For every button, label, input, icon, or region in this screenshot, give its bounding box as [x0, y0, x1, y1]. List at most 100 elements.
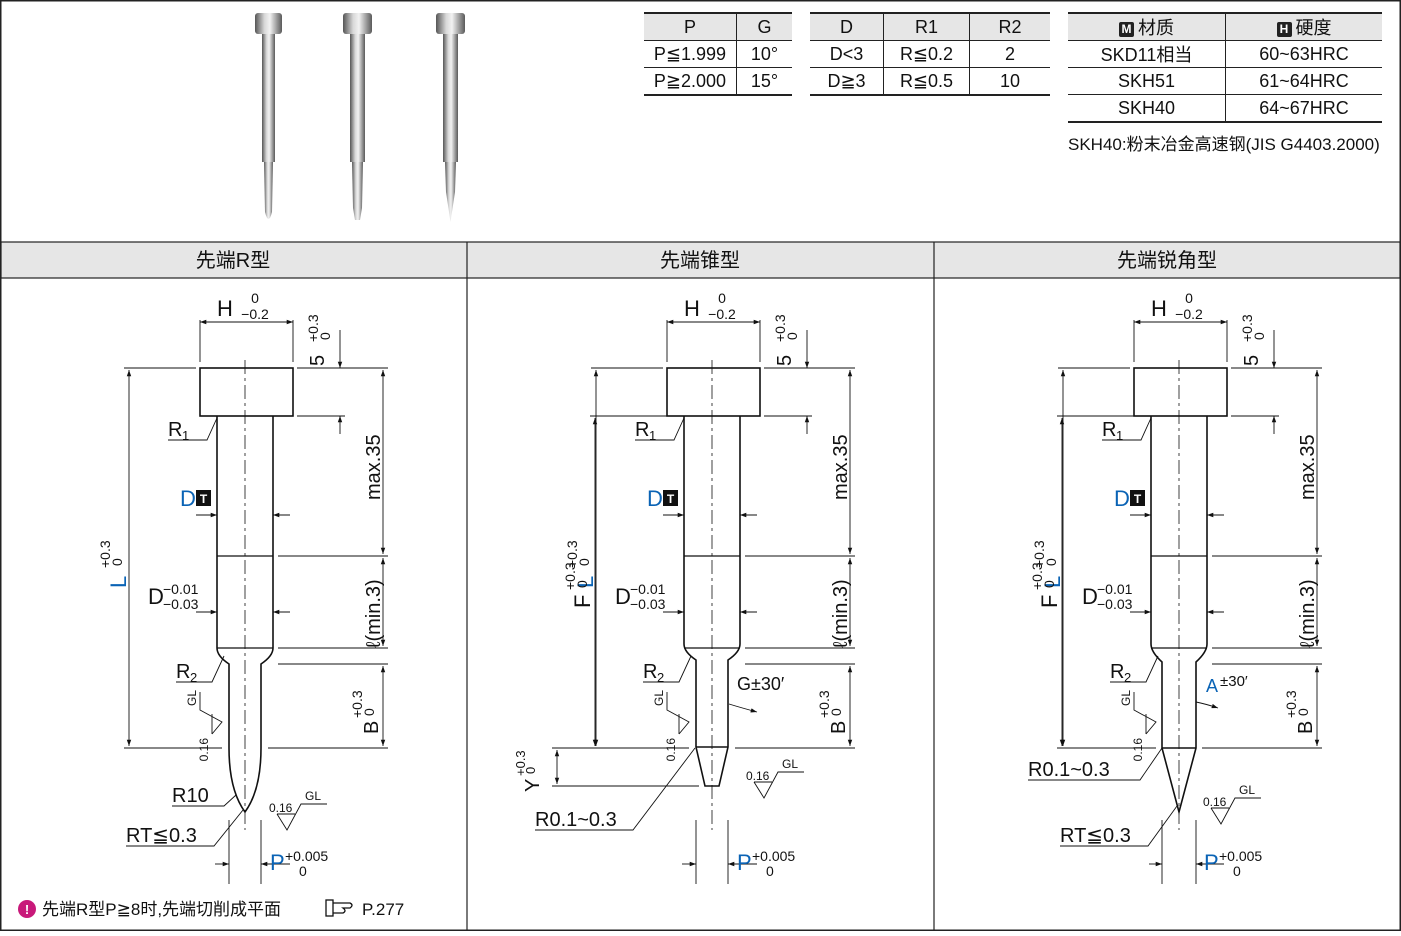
- b-tol: +0.3: [349, 690, 365, 718]
- d-label: D: [180, 486, 196, 511]
- product-photo-sharp-tip: [436, 13, 465, 222]
- pin-outline: [1133, 367, 1228, 816]
- b-label: B: [828, 721, 850, 734]
- d-label: D: [1114, 486, 1130, 511]
- l-tol: +0.3: [1031, 540, 1047, 568]
- a-angle-tol: ±30′: [1220, 673, 1248, 690]
- badge-letter: T: [667, 492, 675, 506]
- b-tol-zero: 0: [1295, 708, 1311, 716]
- f-tol: +0.3: [1029, 562, 1045, 590]
- straight-length-label: ℓ(min.3): [830, 579, 852, 648]
- d-tol-label: D: [615, 584, 631, 609]
- b-tol-zero: 0: [828, 708, 844, 716]
- l-tol: +0.3: [564, 540, 580, 568]
- warning-icon: [18, 900, 36, 918]
- r1-label: R: [168, 419, 182, 441]
- r10-label: R10: [172, 785, 209, 807]
- straight-length-label: ℓ(min.3): [1297, 579, 1319, 648]
- r2-sub: 2: [1124, 670, 1131, 685]
- head-thickness-label: 5: [307, 355, 329, 366]
- l-label: L: [1040, 576, 1065, 588]
- product-photo-r-tip: [255, 13, 282, 219]
- r2-label: R: [643, 661, 657, 683]
- p-tol-zero: 0: [1233, 863, 1241, 879]
- d-label: D: [647, 486, 663, 511]
- finish-grade: GL: [652, 690, 666, 706]
- surface-finish-symbol: 0.16 GL: [652, 690, 690, 762]
- head-thickness-label: 5: [1241, 355, 1263, 366]
- y-tol: +0.3: [513, 750, 528, 776]
- r1-sub: 1: [182, 428, 189, 443]
- d-tol-lower: −0.03: [163, 596, 199, 612]
- l-label: L: [106, 576, 131, 588]
- h-tol-lower: −0.2: [1175, 306, 1203, 322]
- d-tol-label: D: [1082, 584, 1098, 609]
- product-photo-taper-tip: [343, 13, 372, 220]
- tolerance-badge-icon: [196, 490, 211, 506]
- r1-label: R: [1102, 419, 1116, 441]
- r1-sub: 1: [1116, 428, 1123, 443]
- material-badge-icon: M: [1119, 22, 1134, 37]
- a-angle-label: A: [1206, 676, 1218, 696]
- d-tol-upper: −0.01: [630, 581, 666, 597]
- f-label: F: [1037, 595, 1062, 608]
- r2-sub: 2: [190, 670, 197, 685]
- svg-text:!: !: [25, 902, 29, 917]
- head-thickness-tol: +0.3: [772, 314, 788, 342]
- b-tol: +0.3: [1283, 690, 1299, 718]
- rt-label: RT≦0.3: [126, 825, 197, 847]
- l-label: L: [573, 576, 598, 588]
- max-length-label: max.35: [1297, 434, 1319, 500]
- head-thickness-tol: +0.3: [1239, 314, 1255, 342]
- d-tol-label: D: [148, 584, 164, 609]
- finish-value: 0.16: [1203, 795, 1227, 809]
- svg-text:P.277[interactable]: P.277: [362, 900, 404, 919]
- finish-grade: GL: [1239, 783, 1255, 797]
- finish-value: 0.16: [664, 738, 678, 762]
- page-reference-link[interactable]: P.277: [362, 900, 404, 919]
- p-label: P: [1204, 850, 1219, 875]
- p-label: P: [270, 850, 285, 875]
- h-tol-lower: −0.2: [708, 306, 736, 322]
- head-thickness-tol-zero: 0: [1251, 332, 1267, 340]
- finish-value: 0.16: [269, 801, 293, 815]
- footnote: ! 先端R型P≧8时,先端切削成平面 P.277: [18, 899, 404, 919]
- r2-label: R: [1110, 661, 1124, 683]
- section-title-r: 先端R型: [196, 249, 270, 272]
- head-thickness-tol-zero: 0: [317, 332, 333, 340]
- max-length-label: max.35: [363, 434, 385, 500]
- section-title-sharp: 先端锐角型: [1117, 249, 1217, 272]
- p-tol: +0.005: [752, 848, 795, 864]
- l-tol-zero: 0: [109, 558, 125, 566]
- col-header: D: [810, 12, 884, 41]
- l-tol: +0.3: [97, 540, 113, 568]
- g-angle-label: G±30′: [737, 674, 785, 694]
- p-label: P: [737, 850, 752, 875]
- finish-grade: GL: [185, 690, 199, 706]
- f-tol-zero: 0: [1041, 580, 1057, 588]
- finish-grade: GL: [782, 757, 798, 771]
- finish-value: 0.16: [1131, 738, 1145, 762]
- tolerance-badge-icon: [663, 490, 678, 506]
- surface-finish-symbol: 0.16 GL: [185, 690, 223, 762]
- finish-value: 0.16: [197, 738, 211, 762]
- b-tol: +0.3: [816, 690, 832, 718]
- badge-letter: T: [1134, 492, 1142, 506]
- p-tol-zero: 0: [299, 863, 307, 879]
- col-header: P: [644, 12, 737, 41]
- l-tol-zero: 0: [1043, 558, 1059, 566]
